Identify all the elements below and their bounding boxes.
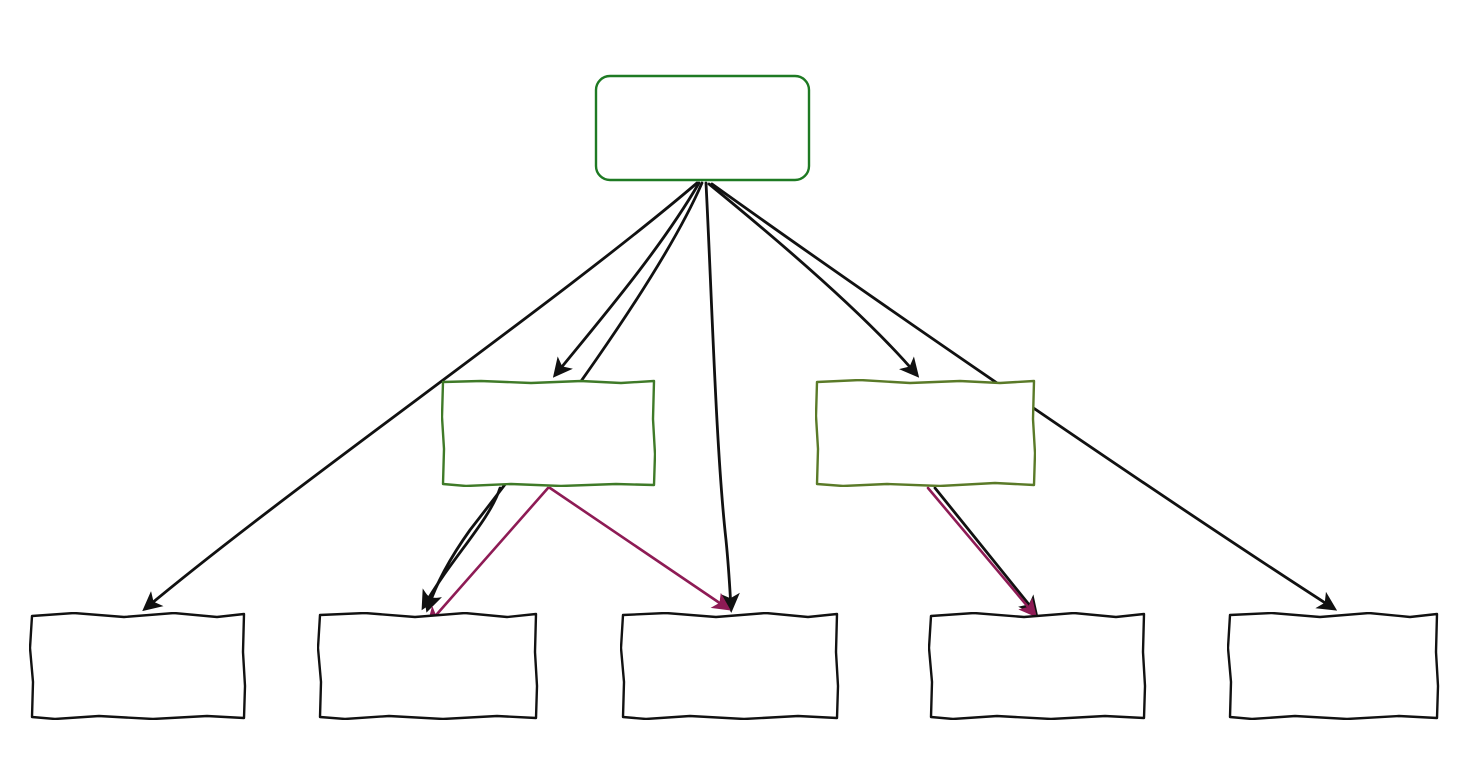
node-front-app-label: Front App [651, 115, 754, 140]
node-parking-resource-label: parking-resource [636, 654, 824, 677]
node-front-app[interactable]: Front App [594, 74, 811, 182]
edge-front-app-to-parking-bff-minprogram-serv [552, 181, 701, 378]
node-parking-bff-minprogram-serv[interactable]: parking-bff- minprogram-serv [441, 379, 656, 487]
node-parking-card[interactable]: parking-card [29, 612, 247, 720]
edge-parking-bff-native-serv-to-parking-charging [933, 486, 1039, 616]
edge-front-app-to-parking-resource [704, 181, 740, 613]
node-parking-bff-native-serv[interactable]: parking-bff-native- serv [815, 379, 1036, 487]
node-parking-bff-native-serv-label: parking-bff-native- serv [860, 395, 991, 469]
edge-parking-bff-minprogram-serv-to-parking-finance [421, 486, 502, 611]
edge-front-app-to-parking-bff-native-serv [707, 182, 920, 378]
node-parking-member-label: parking-member [1242, 654, 1425, 677]
node-parking-card-label: parking-card [68, 654, 208, 677]
edge-parking-bff-native-serv-to-parking-charging [926, 486, 1037, 618]
node-parking-finance-label: parking-finance [342, 654, 514, 677]
edge-group [142, 181, 1338, 626]
edge-parking-bff-minprogram-serv-to-parking-finance [426, 486, 550, 626]
node-parking-charging[interactable]: parking-charging [928, 612, 1147, 720]
node-parking-member[interactable]: parking-member [1227, 612, 1440, 720]
node-parking-resource[interactable]: parking-resource [620, 612, 840, 720]
node-parking-bff-minprogram-serv-label: parking-bff- minprogram-serv [454, 408, 643, 456]
node-parking-finance[interactable]: parking-finance [317, 612, 539, 720]
edge-front-app-to-parking-card [142, 181, 699, 612]
node-parking-charging-label: parking-charging [943, 654, 1132, 677]
edge-parking-bff-minprogram-serv-to-parking-resource [548, 486, 731, 611]
